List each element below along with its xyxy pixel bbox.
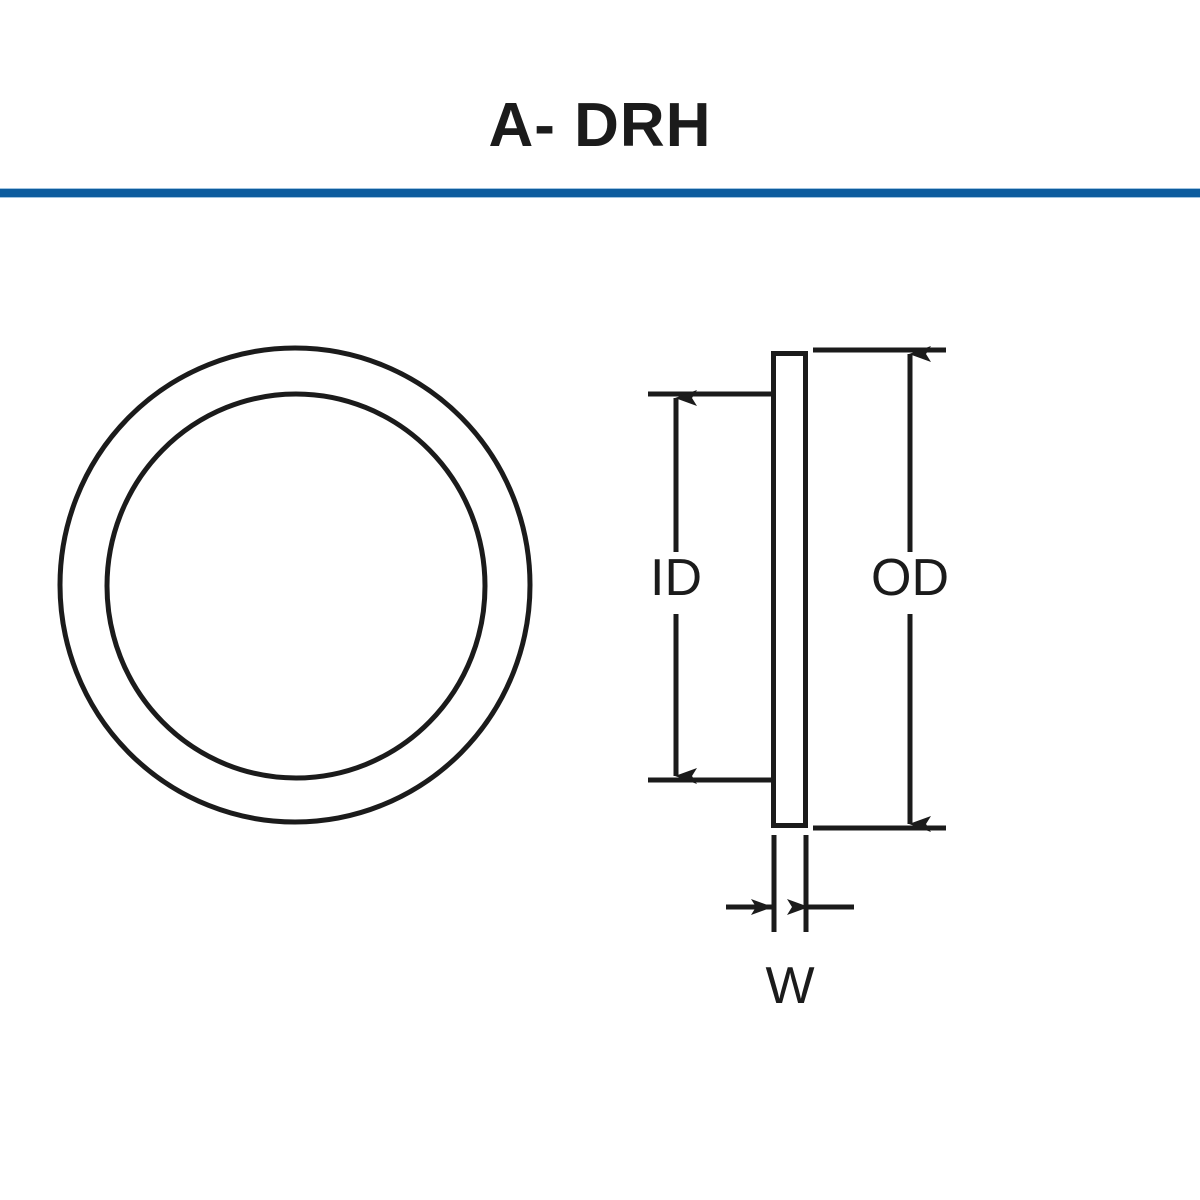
outer-diameter-circle [57, 345, 533, 825]
dimension-od [813, 346, 946, 832]
dimension-label-w: W [765, 957, 815, 1015]
dimension-w [726, 835, 854, 932]
page-title: A- DRH [488, 91, 712, 160]
dimension-label-id: ID [650, 549, 702, 607]
washer-front-view [57, 345, 533, 825]
header-divider-rule [0, 188, 1200, 198]
dimension-id [648, 390, 772, 784]
inner-diameter-circle [104, 391, 488, 781]
dimension-label-od: OD [871, 549, 949, 607]
washer-side-view [771, 351, 808, 828]
side-view-body [771, 351, 808, 828]
